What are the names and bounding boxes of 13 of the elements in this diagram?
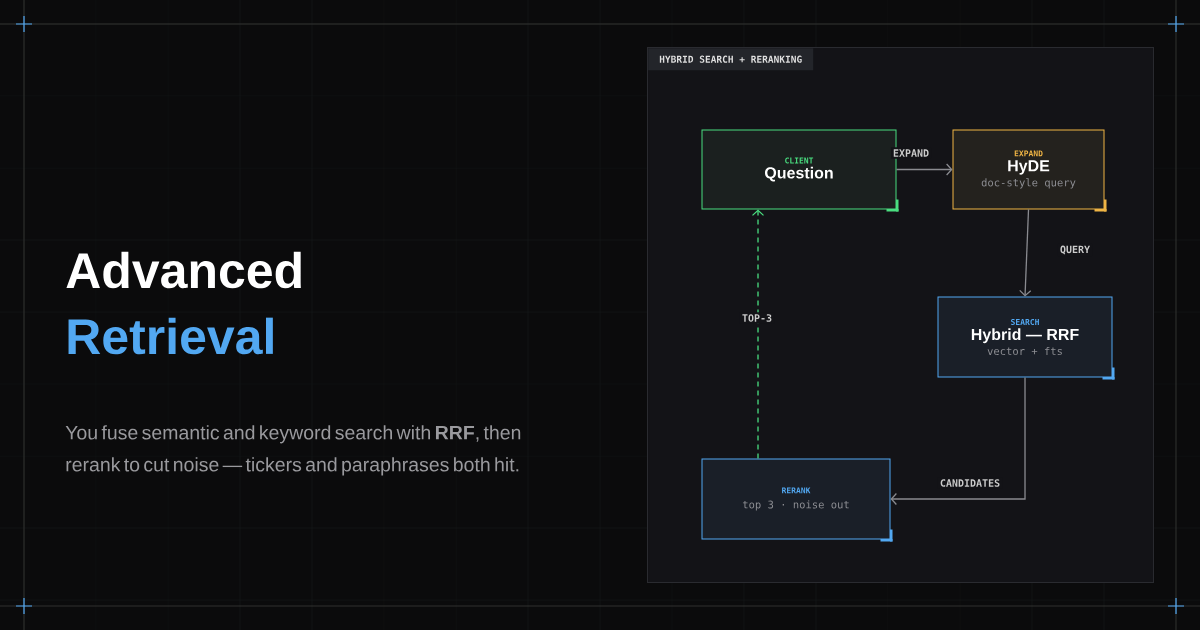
process-box: EXPAND HyDE doc-style query [952, 129, 1107, 212]
arrow [895, 163, 953, 176]
arrow [751, 209, 765, 460]
process-box: RERANK top 3 · noise out [701, 458, 893, 542]
edge-label: EXPAND [890, 147, 932, 159]
arrow [1019, 208, 1032, 297]
heading: Retrieval [68, 317, 273, 355]
edge-label: TOP-3 [739, 312, 775, 324]
heading: Advanced [66, 251, 301, 289]
process-box: SEARCH Hybrid — RRF vector + fts [937, 296, 1115, 380]
description: You fuse semantic and keyword search with RRF, then rerank to cut noise — tickers and paraphrases both hit. [65, 425, 521, 476]
arrow [890, 376, 1026, 506]
edge-label: CANDIDATES [937, 477, 1003, 489]
